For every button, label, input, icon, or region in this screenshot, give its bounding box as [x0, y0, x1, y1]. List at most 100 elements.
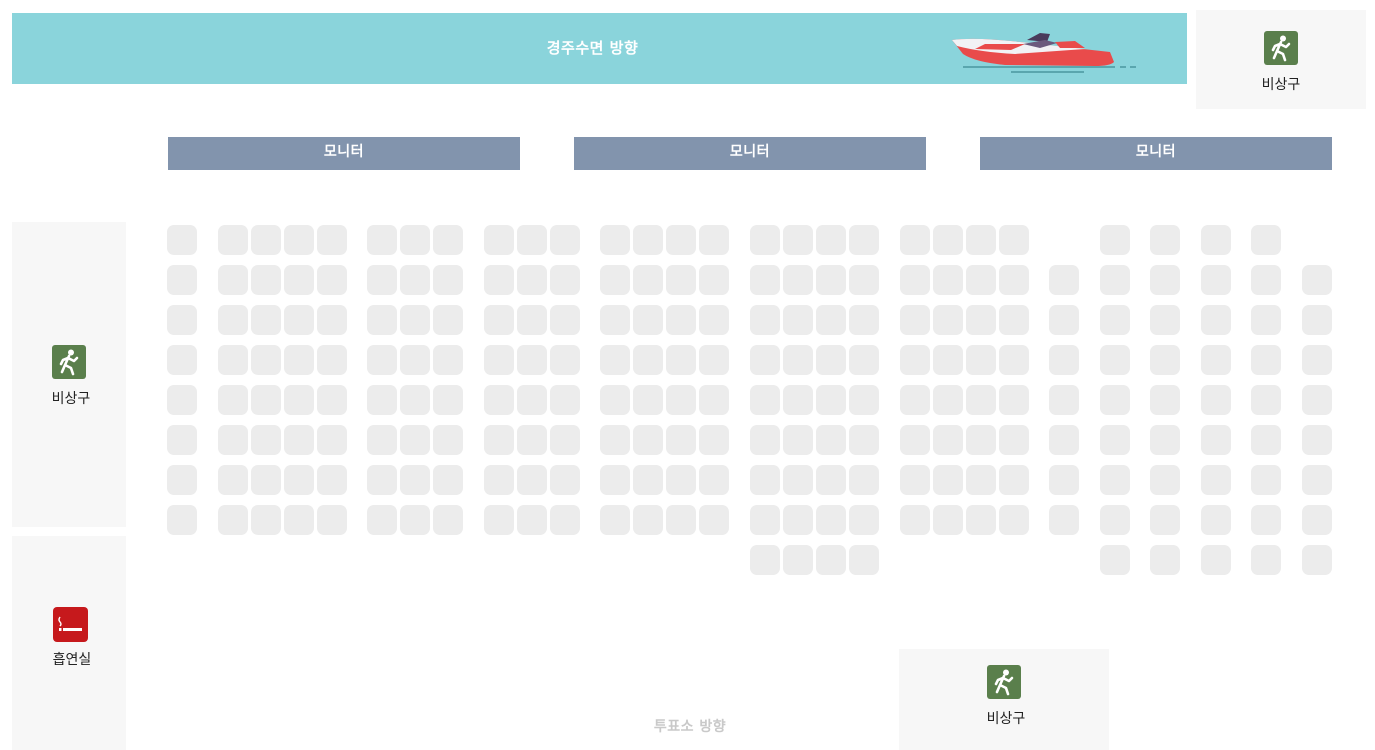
seat[interactable] — [1049, 465, 1079, 495]
seat[interactable] — [933, 505, 963, 535]
seat[interactable] — [1201, 265, 1231, 295]
seat[interactable] — [783, 545, 813, 575]
seat[interactable] — [1100, 425, 1130, 455]
seat[interactable] — [666, 305, 696, 335]
seat[interactable] — [699, 385, 729, 415]
seat[interactable] — [900, 465, 930, 495]
seat[interactable] — [1150, 345, 1180, 375]
seat[interactable] — [1150, 305, 1180, 335]
seat[interactable] — [433, 465, 463, 495]
seat[interactable] — [1251, 465, 1281, 495]
seat[interactable] — [1201, 465, 1231, 495]
seat[interactable] — [1251, 545, 1281, 575]
seat[interactable] — [783, 425, 813, 455]
seat[interactable] — [966, 345, 996, 375]
seat[interactable] — [633, 385, 663, 415]
seat[interactable] — [816, 265, 846, 295]
seat[interactable] — [218, 465, 248, 495]
seat[interactable] — [816, 225, 846, 255]
seat[interactable] — [699, 305, 729, 335]
seat[interactable] — [1201, 345, 1231, 375]
seat[interactable] — [933, 305, 963, 335]
seat[interactable] — [816, 385, 846, 415]
seat[interactable] — [1150, 385, 1180, 415]
seat[interactable] — [284, 425, 314, 455]
seat[interactable] — [666, 465, 696, 495]
seat[interactable] — [999, 305, 1029, 335]
seat[interactable] — [284, 265, 314, 295]
seat[interactable] — [367, 345, 397, 375]
seat[interactable] — [699, 505, 729, 535]
seat[interactable] — [849, 305, 879, 335]
seat[interactable] — [550, 385, 580, 415]
seat[interactable] — [1302, 265, 1332, 295]
seat[interactable] — [600, 345, 630, 375]
seat[interactable] — [966, 225, 996, 255]
seat[interactable] — [999, 385, 1029, 415]
seat[interactable] — [550, 305, 580, 335]
seat[interactable] — [1251, 505, 1281, 535]
seat[interactable] — [1251, 345, 1281, 375]
seat[interactable] — [517, 225, 547, 255]
seat[interactable] — [933, 265, 963, 295]
seat[interactable] — [317, 305, 347, 335]
seat[interactable] — [1100, 465, 1130, 495]
seat[interactable] — [699, 345, 729, 375]
seat[interactable] — [750, 265, 780, 295]
seat[interactable] — [849, 385, 879, 415]
seat[interactable] — [816, 305, 846, 335]
seat[interactable] — [433, 225, 463, 255]
seat[interactable] — [167, 385, 197, 415]
seat[interactable] — [1100, 505, 1130, 535]
seat[interactable] — [317, 345, 347, 375]
seat[interactable] — [167, 465, 197, 495]
seat[interactable] — [284, 465, 314, 495]
seat[interactable] — [218, 505, 248, 535]
seat[interactable] — [218, 385, 248, 415]
seat[interactable] — [633, 345, 663, 375]
seat[interactable] — [849, 545, 879, 575]
seat[interactable] — [783, 225, 813, 255]
seat[interactable] — [218, 305, 248, 335]
seat[interactable] — [517, 465, 547, 495]
seat[interactable] — [284, 385, 314, 415]
seat[interactable] — [999, 425, 1029, 455]
seat[interactable] — [933, 465, 963, 495]
seat[interactable] — [900, 265, 930, 295]
seat[interactable] — [999, 345, 1029, 375]
seat[interactable] — [1100, 305, 1130, 335]
seat[interactable] — [484, 385, 514, 415]
seat[interactable] — [900, 305, 930, 335]
seat[interactable] — [1302, 505, 1332, 535]
seat[interactable] — [999, 465, 1029, 495]
seat[interactable] — [517, 305, 547, 335]
seat[interactable] — [633, 425, 663, 455]
seat[interactable] — [433, 265, 463, 295]
seat[interactable] — [1302, 545, 1332, 575]
seat[interactable] — [1201, 385, 1231, 415]
seat[interactable] — [484, 225, 514, 255]
seat[interactable] — [317, 505, 347, 535]
seat[interactable] — [400, 465, 430, 495]
seat[interactable] — [1251, 385, 1281, 415]
seat[interactable] — [933, 225, 963, 255]
seat[interactable] — [484, 465, 514, 495]
seat[interactable] — [251, 345, 281, 375]
seat[interactable] — [167, 305, 197, 335]
seat[interactable] — [1100, 265, 1130, 295]
seat[interactable] — [1201, 505, 1231, 535]
seat[interactable] — [1302, 345, 1332, 375]
seat[interactable] — [484, 265, 514, 295]
seat[interactable] — [400, 225, 430, 255]
seat[interactable] — [367, 385, 397, 415]
seat[interactable] — [1251, 265, 1281, 295]
seat[interactable] — [999, 265, 1029, 295]
seat[interactable] — [900, 505, 930, 535]
seat[interactable] — [484, 345, 514, 375]
seat[interactable] — [1201, 305, 1231, 335]
seat[interactable] — [367, 305, 397, 335]
seat[interactable] — [1201, 425, 1231, 455]
seat[interactable] — [750, 465, 780, 495]
seat[interactable] — [849, 425, 879, 455]
seat[interactable] — [1302, 425, 1332, 455]
